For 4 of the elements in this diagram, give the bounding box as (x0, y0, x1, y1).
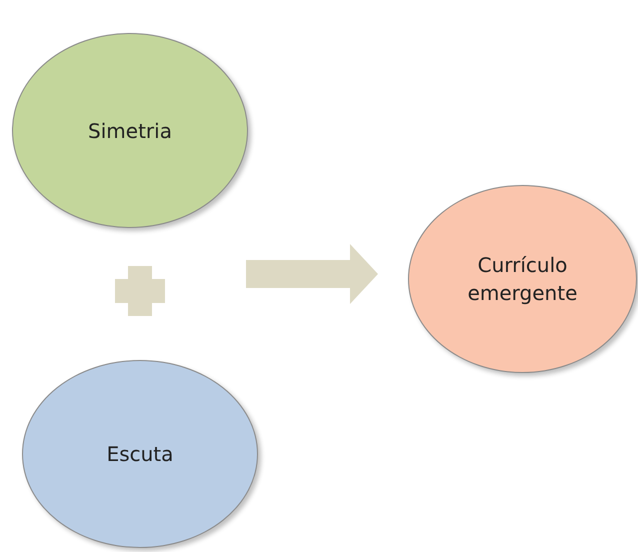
node-label: Simetria (87, 118, 173, 144)
node-label: Currículo emergente (466, 252, 578, 307)
block-arrow (246, 244, 378, 304)
node-label: Escuta (106, 441, 174, 468)
